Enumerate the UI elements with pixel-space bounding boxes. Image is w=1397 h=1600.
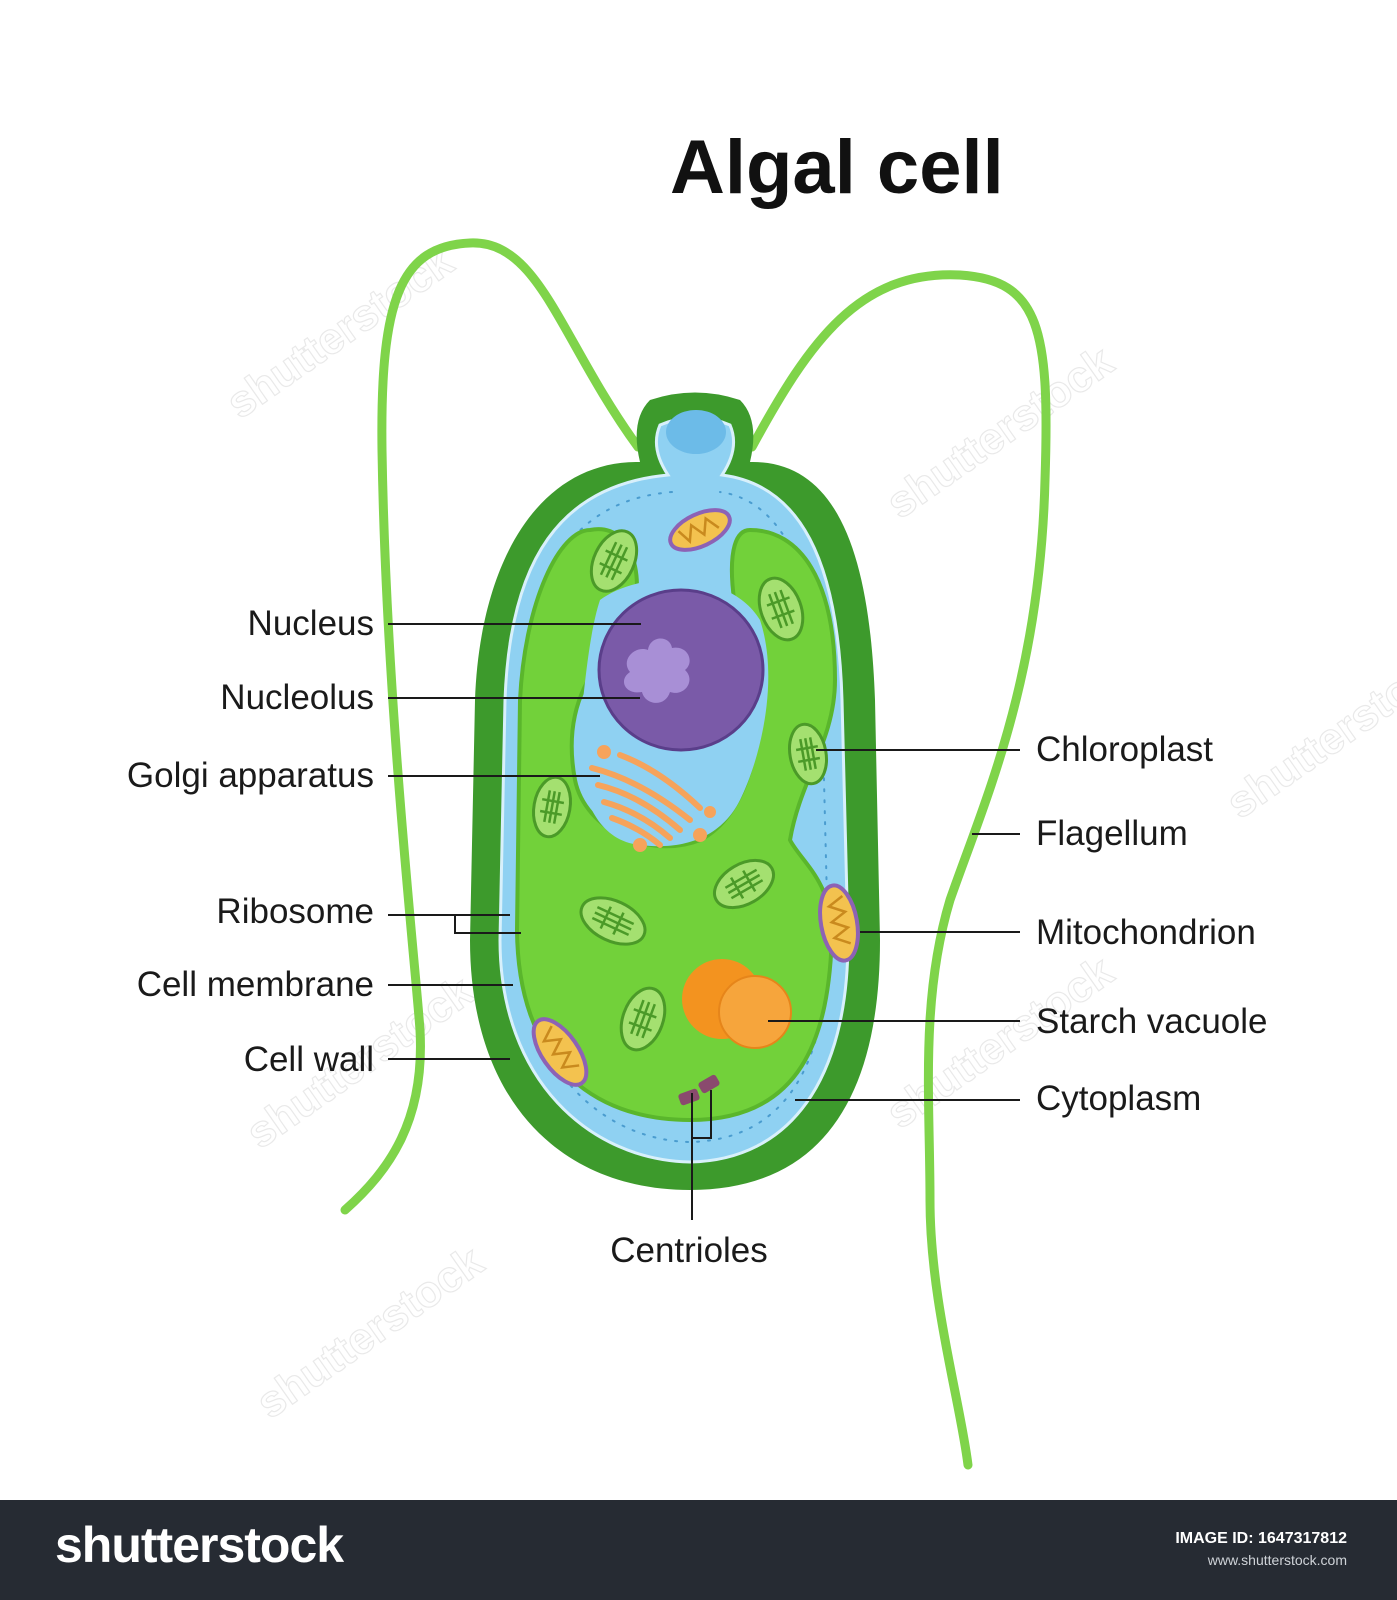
nucleolus bbox=[623, 638, 690, 703]
flagellum-right bbox=[747, 270, 1051, 1470]
leader-lines bbox=[388, 623, 1020, 1220]
label-ribosome: Ribosome bbox=[216, 892, 374, 931]
watermark-text: shutterstock bbox=[878, 336, 1123, 528]
algal-cell-diagram: shutterstock shutterstock shutterstock s… bbox=[127, 125, 1397, 1470]
diagram-title: Algal cell bbox=[670, 125, 1004, 210]
label-flagellum: Flagellum bbox=[1036, 814, 1188, 853]
footer-url: www.shutterstock.com bbox=[1207, 1552, 1347, 1568]
label-mitochondrion: Mitochondrion bbox=[1036, 913, 1256, 952]
footer-meta: IMAGE ID: 1647317812 www.shutterstock.co… bbox=[1175, 1530, 1347, 1568]
watermark-text: shutterstock bbox=[218, 236, 463, 428]
contractile-vacuole bbox=[666, 410, 726, 454]
label-golgi-apparatus: Golgi apparatus bbox=[127, 756, 374, 795]
watermark-text: shutterstock bbox=[1218, 636, 1397, 828]
flagellum-left bbox=[340, 238, 643, 1215]
chloroplast-granules bbox=[532, 529, 828, 1052]
centrioles bbox=[678, 1074, 720, 1106]
footer-bar: shutterstock IMAGE ID: 1647317812 www.sh… bbox=[0, 1500, 1397, 1600]
starch-vacuole bbox=[682, 959, 792, 1049]
label-chloroplast: Chloroplast bbox=[1036, 730, 1213, 769]
footer-brand-logo: shutterstock bbox=[55, 1517, 344, 1573]
label-starch-vacuole: Starch vacuole bbox=[1036, 1002, 1268, 1041]
footer-image-id: IMAGE ID: 1647317812 bbox=[1175, 1530, 1347, 1547]
mitochondria bbox=[531, 508, 860, 1087]
label-cytoplasm: Cytoplasm bbox=[1036, 1079, 1201, 1118]
golgi-apparatus bbox=[589, 745, 716, 852]
label-centrioles: Centrioles bbox=[610, 1231, 768, 1270]
watermark-text: shutterstock bbox=[248, 1236, 493, 1428]
flagella bbox=[340, 238, 1051, 1470]
label-nucleus: Nucleus bbox=[248, 604, 374, 643]
label-nucleolus: Nucleolus bbox=[220, 678, 374, 717]
label-cell-wall: Cell wall bbox=[244, 1040, 374, 1079]
label-cell-membrane: Cell membrane bbox=[137, 965, 374, 1004]
